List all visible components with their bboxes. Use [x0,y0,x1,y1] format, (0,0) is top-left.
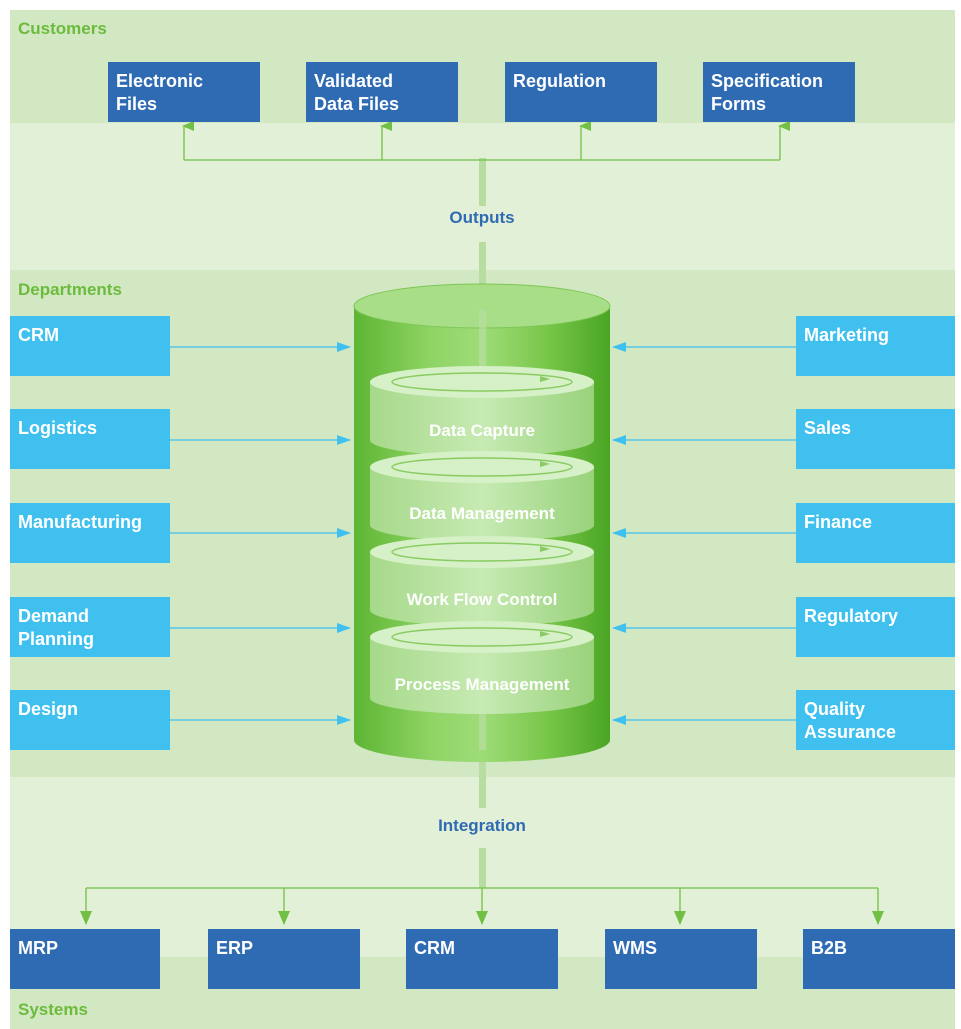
layer-disk-4 [370,621,594,714]
integration-connectors [80,887,884,925]
layer-work-flow-control: Work Flow Control [406,590,558,609]
department-sales: Sales [796,409,955,469]
connector-graphics [80,121,884,925]
department-quality-assurance: Quality Assurance [796,690,955,750]
outputs-spine-lower [479,242,486,302]
layer-process-management: Process Management [394,675,570,694]
system-wms: WMS [605,929,757,989]
customer-electronic-files: Electronic Files [108,62,260,122]
system-crm: CRM [406,929,558,989]
outputs-connectors [182,121,790,161]
systems-title: Systems [18,1000,88,1019]
diagram-canvas: Customers Electronic Files Validated Dat… [10,10,955,1029]
department-logistics: Logistics [10,409,170,469]
layer-disk-3 [370,536,594,626]
layer-disk-1 [370,366,594,456]
department-marketing: Marketing [796,316,955,376]
customer-regulation: Regulation [505,62,657,122]
layer-data-management: Data Management [409,504,555,523]
outputs-label: Outputs [449,208,515,227]
integration-spine-upper [479,750,486,808]
customer-validated-data-files: Validated Data Files [306,62,458,122]
layer-disk-2 [370,451,594,541]
department-finance: Finance [796,503,955,563]
system-erp: ERP [208,929,360,989]
departments-title: Departments [18,280,122,299]
integration-label: Integration [438,816,526,835]
department-regulatory: Regulatory [796,597,955,657]
customers-title: Customers [18,19,107,38]
layer-data-capture: Data Capture [429,421,535,440]
department-crm: CRM [10,316,170,376]
department-arrows [170,342,796,725]
customer-specification-forms: Specification Forms [703,62,855,122]
department-demand-planning: Demand Planning [10,597,170,657]
system-b2b: B2B [803,929,955,989]
system-mrp: MRP [10,929,160,989]
integration-spine-lower [479,848,486,888]
department-design: Design [10,690,170,750]
department-manufacturing: Manufacturing [10,503,170,563]
outputs-spine-upper [479,158,486,206]
